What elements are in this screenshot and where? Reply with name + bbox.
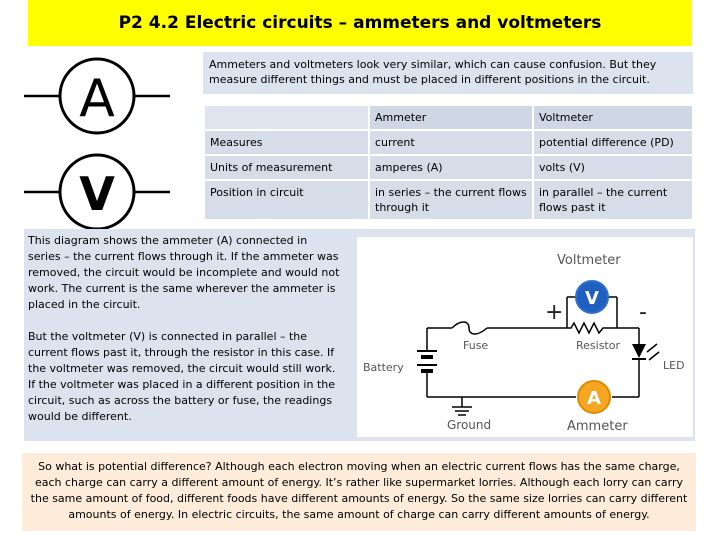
title-text: P2 4.2 Electric circuits – ammeters and … [118, 13, 602, 33]
table-row: Units of measurement amperes (A) volts (… [205, 156, 692, 179]
table-header-cell: Ammeter [370, 106, 532, 129]
ammeter-label: Ammeter [567, 419, 628, 434]
voltmeter-meter-icon [575, 280, 609, 314]
table-cell: in series – the current flows through it [370, 181, 532, 219]
table-cell: Measures [205, 131, 368, 154]
fuse-label: Fuse [463, 339, 488, 352]
table-cell: potential difference (PD) [534, 131, 692, 154]
minus-sign: - [639, 300, 647, 325]
table-header-cell: Voltmeter [534, 106, 692, 129]
circuit-diagram: V A Voltmeter + - Fuse Resistor Battery … [357, 237, 693, 437]
voltmeter-symbol-letter: V [79, 167, 115, 221]
table-cell: Position in circuit [205, 181, 368, 219]
ammeter-meter-letter: A [587, 388, 601, 409]
table-row: Measures current potential difference (P… [205, 131, 692, 154]
plus-sign: + [545, 300, 563, 325]
battery-label: Battery [363, 361, 404, 374]
page-title: P2 4.2 Electric circuits – ammeters and … [28, 0, 692, 46]
ammeter-symbol-icon: A [24, 57, 170, 135]
ammeter-symbol-letter: A [79, 69, 115, 129]
table-cell: amperes (A) [370, 156, 532, 179]
intro-text: Ammeters and voltmeters look very simila… [203, 52, 693, 94]
table-header-cell [205, 106, 368, 129]
voltmeter-meter-letter: V [585, 288, 599, 309]
table-cell: current [370, 131, 532, 154]
table-cell: in parallel – the current flows past it [534, 181, 692, 219]
table-header-row: Ammeter Voltmeter [205, 106, 692, 129]
led-label: LED [663, 359, 685, 372]
potential-difference-explanation: So what is potential difference? Althoug… [22, 453, 696, 531]
table-row: Position in circuit in series – the curr… [205, 181, 692, 219]
voltmeter-symbol-icon: V [24, 153, 170, 231]
explanation-paragraph-ammeter: This diagram shows the ammeter (A) conne… [28, 234, 340, 311]
comparison-table: Ammeter Voltmeter Measures current poten… [203, 104, 694, 221]
circuit-diagram-svg: V A Voltmeter + - Fuse Resistor Battery … [363, 253, 685, 434]
explanation-paragraph-voltmeter: But the voltmeter (V) is connected in pa… [28, 330, 336, 423]
explanation-text: This diagram shows the ammeter (A) conne… [24, 229, 344, 441]
voltmeter-label: Voltmeter [557, 253, 621, 268]
table-cell: Units of measurement [205, 156, 368, 179]
ammeter-meter-icon [577, 380, 611, 414]
circuit-diagram-panel: V A Voltmeter + - Fuse Resistor Battery … [343, 229, 695, 441]
ground-label: Ground [447, 418, 491, 432]
table-cell: volts (V) [534, 156, 692, 179]
resistor-label: Resistor [576, 339, 620, 352]
